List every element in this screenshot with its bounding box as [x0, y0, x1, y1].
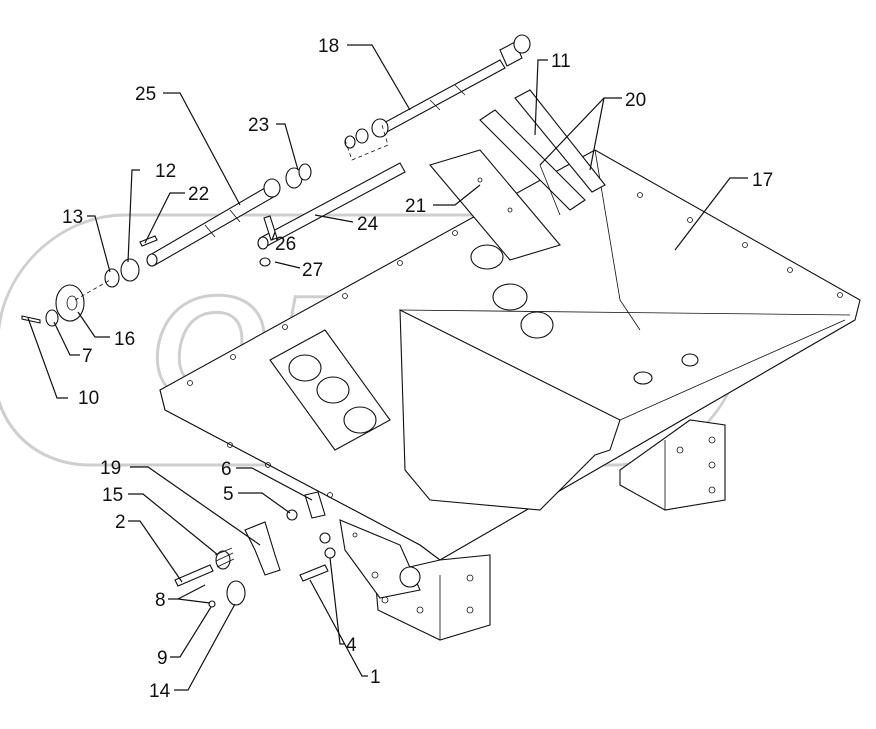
- callout-4: 4: [346, 635, 357, 656]
- callout-26: 26: [275, 234, 296, 255]
- callout-16: 16: [114, 329, 135, 350]
- callout-19: 19: [100, 458, 121, 479]
- callout-17: 17: [752, 170, 773, 191]
- shaft-25: [146, 178, 281, 267]
- callout-14: 14: [149, 681, 171, 702]
- callout-9: 9: [157, 648, 168, 669]
- callout-10: 10: [78, 388, 99, 409]
- callout-15: 15: [102, 485, 123, 506]
- bearing-plate-left: [269, 329, 391, 451]
- callout-20: 20: [625, 90, 646, 111]
- callout-22: 22: [188, 184, 209, 205]
- side-box-right: [619, 419, 726, 511]
- callout-27: 27: [302, 260, 323, 281]
- lower-housing: [339, 519, 491, 641]
- callout-7: 7: [82, 346, 93, 367]
- bearing-parts-23: [285, 163, 312, 189]
- callout-2: 2: [115, 512, 126, 533]
- callout-5: 5: [223, 484, 234, 505]
- callout-24: 24: [357, 214, 379, 235]
- callout-21: 21: [405, 196, 426, 217]
- main-frame-plate: [159, 149, 861, 561]
- callout-25: 25: [135, 84, 156, 105]
- shaft-18: [344, 34, 531, 161]
- callout-18: 18: [318, 36, 339, 57]
- callout-8: 8: [155, 590, 166, 611]
- lever-assembly: [174, 491, 336, 608]
- leader-lines: [27, 44, 748, 691]
- strip-plate-21: [429, 149, 561, 261]
- callout-labels: 18 11 20 17 25 23 21 24 26 27 12 22 13 1…: [62, 36, 773, 702]
- callout-13: 13: [62, 207, 83, 228]
- callout-6: 6: [221, 459, 232, 480]
- callout-23: 23: [248, 115, 269, 136]
- callout-1: 1: [370, 667, 381, 688]
- strip-plates-20: [479, 89, 606, 216]
- shaft-24: [257, 162, 406, 250]
- sprocket-assembly: [21, 235, 158, 327]
- callout-12: 12: [155, 161, 176, 182]
- callout-11: 11: [551, 51, 571, 72]
